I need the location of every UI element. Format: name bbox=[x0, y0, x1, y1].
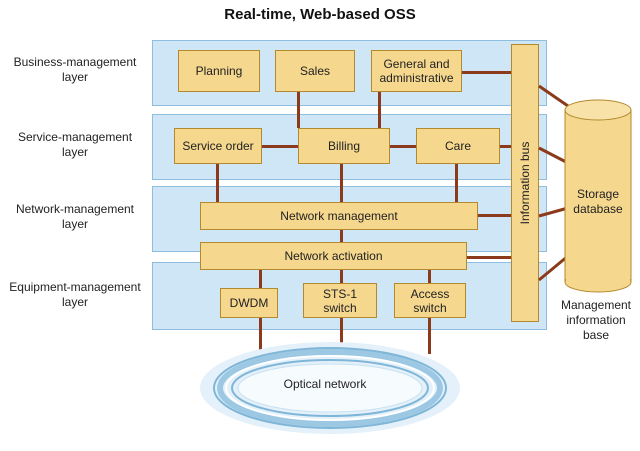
layer-label-equipment: Equipment-management layer bbox=[9, 280, 141, 309]
connector-care-to-bus bbox=[500, 145, 512, 148]
general-admin-box: General and administrative bbox=[371, 50, 462, 92]
bus-db-connector-3 bbox=[538, 206, 569, 218]
layer-label-service: Service-management layer bbox=[17, 130, 133, 159]
connector-activation-to-bus bbox=[467, 256, 512, 259]
connector-sts1-to-ring bbox=[340, 318, 343, 350]
storage-database-icon bbox=[564, 99, 632, 293]
information-bus: Information bus bbox=[511, 44, 539, 322]
connector-activation-to-sts1 bbox=[340, 270, 343, 288]
network-activation-box: Network activation bbox=[200, 242, 467, 270]
connector-general-to-billing bbox=[378, 92, 381, 128]
connector-netmgmt-to-activation bbox=[340, 230, 343, 242]
care-box: Care bbox=[416, 128, 500, 164]
sts1-switch-box: STS-1 switch bbox=[303, 283, 377, 318]
layer-label-business: Business-management layer bbox=[13, 55, 137, 84]
bus-db-connector-4 bbox=[538, 254, 569, 282]
dwdm-box: DWDM bbox=[220, 288, 278, 318]
storage-database-label: Storage database bbox=[573, 187, 623, 216]
connector-sales-to-billing bbox=[297, 92, 300, 128]
connector-dwdm-to-ring bbox=[259, 318, 262, 354]
connector-billing-care bbox=[390, 145, 416, 148]
connector-business-to-bus bbox=[462, 71, 512, 74]
sales-box: Sales bbox=[275, 50, 355, 92]
connector-billing-to-netmgmt bbox=[340, 164, 343, 202]
connector-care-to-netmgmt bbox=[455, 164, 458, 202]
connector-netmgmt-to-bus bbox=[478, 214, 512, 217]
optical-network-label: Optical network bbox=[283, 377, 367, 391]
connector-activation-to-dwdm bbox=[259, 270, 262, 288]
connector-activation-to-access bbox=[428, 270, 431, 288]
connector-serviceorder-billing bbox=[262, 145, 298, 148]
management-information-base-label: Management information base bbox=[560, 298, 632, 342]
layer-label-network: Network-management layer bbox=[15, 202, 135, 231]
service-order-box: Service order bbox=[174, 128, 262, 164]
planning-box: Planning bbox=[178, 50, 260, 92]
billing-box: Billing bbox=[298, 128, 390, 164]
bus-db-connector-2 bbox=[538, 146, 569, 165]
bus-db-connector-1 bbox=[538, 84, 569, 108]
optical-network-ring bbox=[200, 342, 460, 434]
connector-serviceorder-to-netmgmt bbox=[216, 164, 219, 202]
diagram-title: Real-time, Web-based OSS bbox=[224, 6, 416, 23]
network-management-box: Network management bbox=[200, 202, 478, 230]
connector-access-to-ring bbox=[428, 318, 431, 354]
access-switch-box: Access switch bbox=[394, 283, 466, 318]
